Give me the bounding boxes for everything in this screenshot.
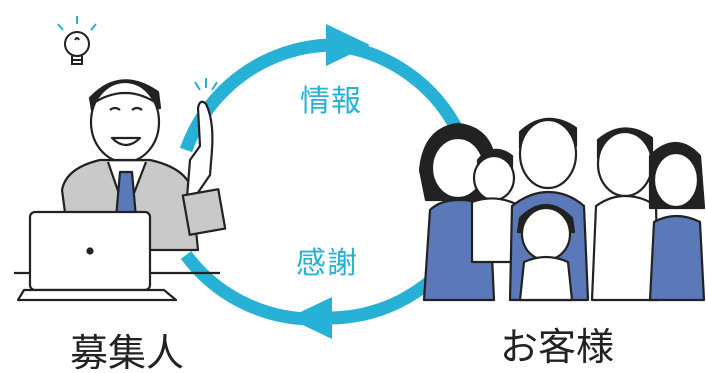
role-label-customer: お客様: [500, 325, 615, 369]
recruiter-figure: [14, 79, 227, 302]
role-label-recruiter: 募集人: [70, 331, 185, 373]
arrow-left-head: [288, 297, 332, 339]
cycle-label-info: 情報: [300, 84, 362, 119]
cycle-label-thanks: 感謝: [296, 246, 358, 281]
arrow-right-head: [326, 24, 370, 66]
cycle-ring: [179, 24, 468, 339]
family-group: [418, 117, 706, 302]
spark-lines-icon: [194, 78, 218, 91]
lightbulb-icon: [57, 16, 97, 65]
top-arc-tail: [179, 38, 331, 153]
